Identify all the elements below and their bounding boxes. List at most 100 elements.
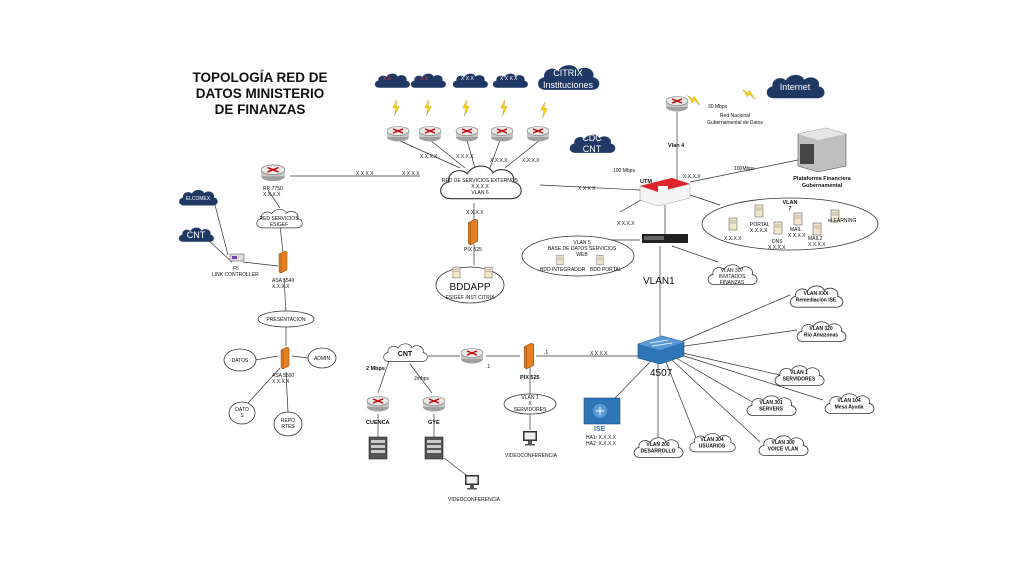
svg-text:VLAN 6: VLAN 6 — [471, 190, 488, 196]
plataforma-line2: Gubernamental — [802, 183, 843, 189]
top-service-clouds: X X X X X X X X X X X — [374, 73, 528, 88]
admin-zone — [307, 347, 337, 369]
vlan-cloud-label: VLAN 200 — [646, 442, 670, 448]
connection-lines — [207, 112, 824, 479]
vlan1-servers-zone — [503, 393, 557, 415]
datos2-line2: S — [240, 413, 244, 419]
pix-low-ip: .1 — [544, 350, 548, 356]
pix-low-label: PIX 525 — [520, 375, 540, 381]
dns-label: DNS — [772, 239, 783, 245]
vlan-cloud-label: Remediación ISE — [796, 297, 837, 303]
pix-top-ip: X.X.X.X — [466, 210, 484, 216]
bdd-portal-label: BDD PORTAL — [590, 267, 622, 273]
ha2-label: HA2: X.X.X.X — [586, 441, 617, 447]
cuenca-server — [368, 436, 388, 460]
reportes-zone — [273, 411, 303, 437]
svg-text:CITRIX: CITRIX — [553, 68, 583, 78]
bddapp-label: BDDAPP — [449, 282, 490, 293]
vlan-cloud-label: VLAN 104 — [837, 398, 861, 404]
vlan1x-line3: SERVIDORES — [514, 407, 547, 413]
utm-ip: X.X.X.X — [683, 174, 701, 180]
presentacion-zone — [257, 310, 315, 328]
svg-text:CNT: CNT — [583, 144, 602, 154]
vlan-cloud-label: SERVERS — [759, 406, 783, 412]
red-nacional-line2: Gubernamental de Datos — [707, 120, 763, 126]
svg-text:X X X: X X X — [461, 76, 474, 82]
red-servicios-externos-cloud: RED DE SERVICIOS EXTERNOS X.X.X.X VLAN 6 — [439, 165, 522, 200]
plataforma-server — [797, 127, 847, 173]
distribution-switch — [642, 234, 688, 243]
citrix-line1: CITRIX — [553, 68, 583, 78]
internet-router — [665, 96, 689, 112]
reportes-line2: RTES — [281, 424, 295, 430]
vlan-cloud-label: VLAN 1 — [790, 370, 808, 376]
svg-text:ELCOMEX: ELCOMEX — [186, 196, 211, 202]
red-servicios-esigef-cloud: RED SERVICIOS ESIGEF — [256, 209, 303, 229]
vlan-cloud-label: USUARIOS — [699, 443, 726, 449]
utm-link-rate: 100 Mbps — [613, 168, 635, 174]
link-label: X X X X — [402, 171, 420, 177]
svg-text:X X X X: X X X X — [500, 76, 518, 82]
internet-cloud: Internet — [766, 74, 825, 99]
ise-label: ISE — [594, 426, 606, 433]
asa-top-label: ASA 5540 — [272, 278, 294, 284]
portal-ip: X.X.X.X — [750, 228, 768, 234]
videoconference-monitor-2 — [523, 431, 537, 446]
svg-text:RED DE SERVICIOS EXTERNOS: RED DE SERVICIOS EXTERNOS — [442, 178, 519, 184]
vlan307-cloud: VLAN 307 INVITADOS FINANZAS — [707, 264, 758, 286]
top-routers — [386, 126, 550, 142]
cnt-left-cloud: CNT — [178, 227, 214, 242]
vlan5-line2: BASE DE DATOS SERVICIOS — [548, 246, 617, 252]
plataforma-line1: Plataforma Financiera — [793, 176, 851, 182]
vlan1x-line1: VLAN 1 — [521, 395, 538, 401]
svg-text:CNT: CNT — [187, 230, 206, 240]
vlan-cloud-label: VOICE VLAN — [768, 446, 799, 452]
core-switch-4507 — [637, 335, 685, 365]
gye-label: GYE — [428, 420, 440, 426]
cuenca-rate: 2 Mbps — [366, 366, 385, 372]
vlan1x-line2: X — [528, 401, 532, 407]
vlan-cloud-label: Mesa Ayuda — [835, 404, 864, 410]
presentacion-label: PRESENTACION — [266, 317, 305, 323]
vlan4-label: Vlan 4 — [668, 143, 685, 149]
svg-text:RED SERVICIOS: RED SERVICIOS — [259, 216, 299, 222]
svg-text:INVITADOS: INVITADOS — [719, 274, 746, 280]
bdd-portal-server — [596, 254, 604, 266]
wan-lightning-bolts — [392, 87, 758, 118]
elcomex-cloud: ELCOMEX — [179, 189, 218, 206]
link-label: X X X X — [590, 351, 608, 357]
vlan7-label: VLAN — [783, 200, 798, 206]
left-router — [260, 164, 286, 182]
pix-top-label: PIX 525 — [464, 247, 482, 253]
gye-router — [422, 396, 446, 412]
mail2-ip: X.X.X.X — [808, 242, 826, 248]
link-label: X.X.X.X — [617, 221, 635, 227]
asa-low-firewall — [280, 346, 290, 370]
datos-zone — [223, 348, 257, 372]
svg-text:CNT: CNT — [398, 351, 413, 358]
pix-low-firewall — [524, 342, 534, 370]
mid-router-ip: .1 — [486, 364, 490, 370]
datos2-line1: DATO — [235, 407, 249, 413]
asa-top-ip: X.X.X.X — [272, 284, 290, 290]
vlan7-ip: X.X.X.X — [724, 236, 742, 242]
f5-label: F5 — [233, 266, 239, 272]
vlan-cloud-label: VLAN 304 — [700, 437, 724, 443]
citrix-cloud: CITRIX — [538, 65, 600, 90]
svg-text:FINANZAS: FINANZAS — [720, 280, 745, 286]
videoconf-label: VIDEOCONFERENCIA — [448, 497, 501, 503]
utm-firewall — [639, 177, 691, 207]
datos-label: DATOS — [232, 358, 249, 364]
elearning-label: eLEARNING — [828, 218, 856, 224]
vlan-cloud-label: VLAN 300 — [771, 440, 795, 446]
f5-link-controller — [229, 253, 245, 262]
vlan-cloud-label: Rio Amazonas — [804, 332, 838, 338]
esigef-server — [484, 266, 493, 279]
asa-low-ip: X.X.X.X — [272, 379, 290, 385]
f5-sublabel: LINK CONTROLLER — [212, 272, 259, 278]
vlan5-line1: VLAN 5 — [573, 240, 590, 246]
bdd-integrador-label: BDD INTEGRADOR — [540, 267, 586, 273]
wan-rate: 30 Mbps — [708, 104, 728, 110]
